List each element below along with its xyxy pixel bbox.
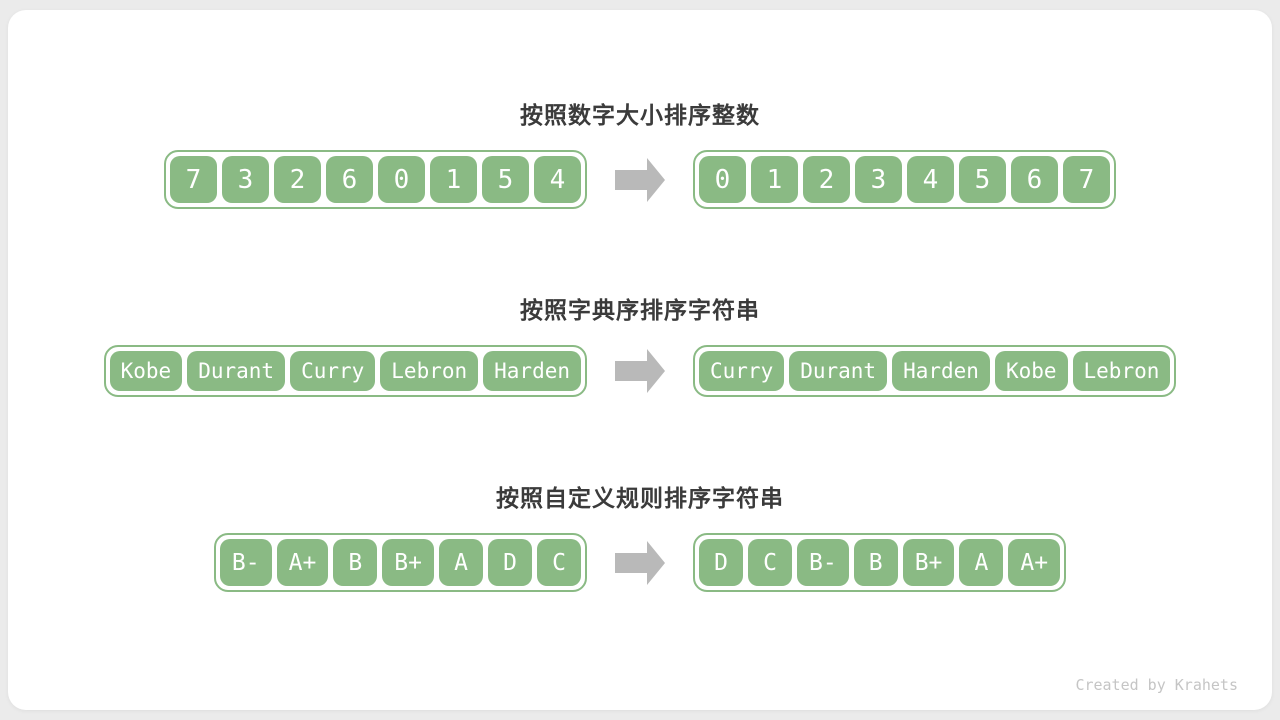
- array-cell: 2: [274, 156, 321, 203]
- array-cell: 3: [855, 156, 902, 203]
- arrow-shaft: [615, 552, 647, 573]
- array-cell: A: [959, 539, 1004, 586]
- array-cell: 3: [222, 156, 269, 203]
- arrow-shaft: [615, 169, 647, 190]
- array-cell: Kobe: [994, 351, 1068, 391]
- array-cell: A+: [276, 539, 329, 586]
- arrow-right-icon: [615, 540, 665, 585]
- array-cell: 7: [1063, 156, 1110, 203]
- section-title: 按照字典序排序字符串: [520, 297, 760, 323]
- array-cell: B-: [797, 539, 849, 586]
- array-cell: 5: [959, 156, 1006, 203]
- array-cell: 6: [326, 156, 373, 203]
- array-cell: Harden: [483, 351, 581, 391]
- arrow-head: [647, 540, 665, 585]
- array-cell: A+: [1008, 539, 1061, 586]
- arrow-head: [647, 157, 665, 202]
- array-cell: 1: [430, 156, 477, 203]
- array-cell: Lebron: [380, 351, 479, 391]
- page-background: { "colors": { "background": "#ebebeb", "…: [0, 10, 1280, 720]
- array-cell: Durant: [187, 351, 286, 391]
- array-cell: C: [537, 539, 581, 586]
- array-cell: B: [333, 539, 378, 586]
- footer-credit: Created by Krahets: [1075, 676, 1238, 694]
- array-cell: B-: [219, 539, 272, 586]
- array-cell: Curry: [290, 351, 376, 391]
- array-cell: Harden: [892, 351, 990, 391]
- arrow-right-icon: [615, 349, 665, 393]
- section-title: 按照数字大小排序整数: [520, 102, 760, 128]
- array-cell: B+: [382, 539, 434, 586]
- array-cell: C: [748, 539, 792, 586]
- array-cell: 2: [803, 156, 850, 203]
- section-title: 按照自定义规则排序字符串: [496, 485, 784, 511]
- array-cell: Curry: [699, 351, 785, 391]
- array-cell: Kobe: [109, 351, 183, 391]
- array-cell: 0: [378, 156, 425, 203]
- array-cell: 6: [1011, 156, 1058, 203]
- arrow-head: [647, 349, 665, 393]
- array-cell: Lebron: [1072, 351, 1171, 391]
- array-cell: B: [853, 539, 898, 586]
- array-cell: 0: [699, 156, 746, 203]
- array-cell: 5: [482, 156, 529, 203]
- array-cell: 4: [534, 156, 581, 203]
- array-cell: A: [439, 539, 483, 586]
- array-cell: B+: [902, 539, 955, 586]
- array-cell: D: [699, 539, 743, 586]
- arrow-shaft: [615, 361, 647, 381]
- arrow-right-icon: [615, 157, 665, 202]
- array-cell: 7: [170, 156, 217, 203]
- array-cell: 4: [907, 156, 954, 203]
- array-cell: D: [488, 539, 532, 586]
- array-cell: Durant: [789, 351, 888, 391]
- array-cell: 1: [751, 156, 798, 203]
